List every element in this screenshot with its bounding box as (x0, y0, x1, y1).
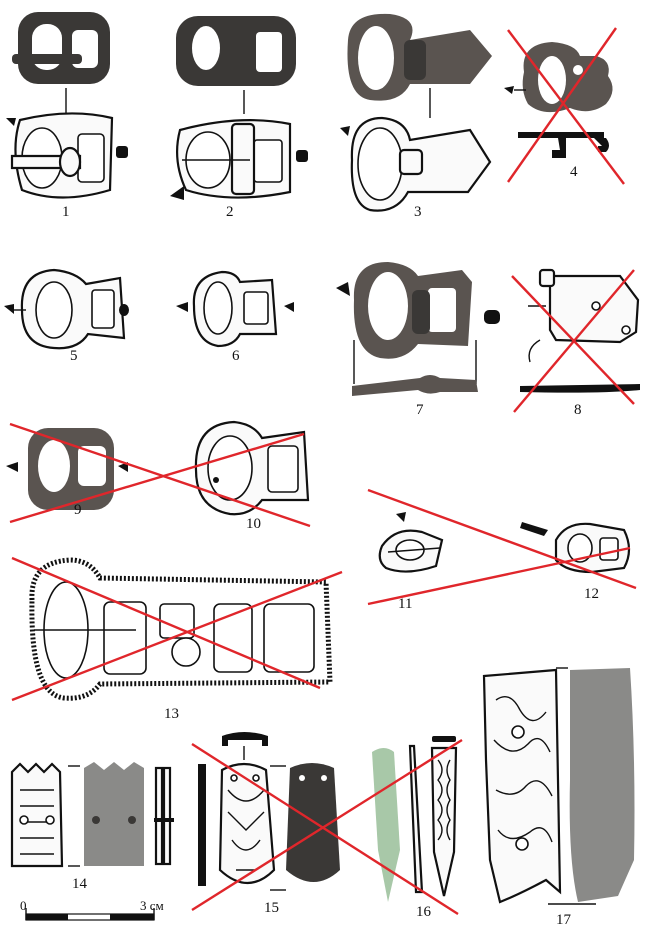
item-1: 1 (6, 12, 128, 220)
label-7: 7 (416, 402, 424, 418)
item-8-section (520, 384, 640, 393)
item-17-drawing (482, 668, 562, 904)
label-14: 14 (72, 876, 88, 892)
label-2: 2 (226, 204, 234, 220)
item-17-photo (569, 668, 635, 902)
scale-bar: 0 3 см (20, 898, 164, 921)
item-14: 14 (10, 762, 174, 892)
label-6: 6 (232, 348, 240, 364)
item-7: 7 (336, 262, 500, 418)
label-10: 10 (246, 516, 261, 532)
item-5: 5 (4, 268, 129, 364)
item-8: 8 (511, 268, 640, 418)
item-9-photo (28, 428, 114, 510)
cross-out-4 (507, 29, 625, 185)
item-3: 3 (340, 13, 492, 220)
item-7-side-view (352, 375, 478, 396)
label-9: 9 (74, 502, 82, 518)
label-17: 17 (556, 912, 572, 928)
item-12: 12 (520, 522, 631, 602)
label-1: 1 (62, 204, 70, 220)
scale-end-label: 3 см (140, 898, 164, 913)
item-15-section-top (222, 732, 268, 746)
item-2-photo (176, 16, 296, 86)
label-12: 12 (584, 586, 599, 602)
label-13: 13 (164, 706, 179, 722)
label-3: 3 (414, 204, 422, 220)
cross-out-13 (11, 556, 321, 690)
item-15-section-side (198, 764, 206, 886)
cross-out-15-16 (191, 742, 459, 916)
label-5: 5 (70, 348, 78, 364)
item-16-photo (372, 748, 400, 902)
item-10: 10 (194, 420, 310, 532)
cross-out-9-10 (9, 422, 311, 528)
label-8: 8 (574, 402, 582, 418)
cross-out-8 (511, 275, 635, 405)
label-15: 15 (264, 900, 279, 916)
item-14-section (154, 766, 174, 866)
item-2: 2 (170, 16, 308, 220)
item-15-drawing (218, 762, 276, 884)
item-6: 6 (176, 270, 294, 364)
item-4: 4 (504, 27, 625, 185)
item-16: 16 (372, 736, 458, 920)
item-17: 17 (482, 667, 635, 928)
item-9: 9 (6, 428, 128, 518)
item-1-drawing (10, 112, 114, 199)
label-11: 11 (398, 596, 412, 612)
label-4: 4 (570, 164, 578, 180)
item-3-drawing (350, 116, 492, 212)
item-4-photo (522, 42, 613, 113)
item-1-photo (12, 12, 110, 84)
item-16-drawing (430, 736, 458, 897)
item-7-photo (353, 262, 472, 359)
item-14-drawing (10, 762, 64, 868)
item-2-drawing (175, 119, 292, 199)
item-14-photo (84, 762, 144, 866)
item-11: 11 (378, 512, 444, 612)
item-3-photo (347, 13, 492, 101)
label-16: 16 (416, 904, 432, 920)
cross-out-11-12 (367, 488, 637, 590)
scale-start-label: 0 (20, 898, 27, 913)
